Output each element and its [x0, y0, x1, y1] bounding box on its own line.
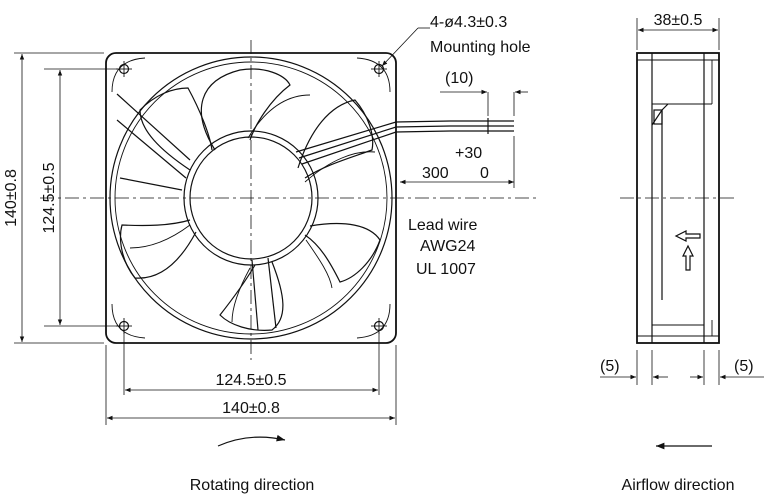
- mounting-spec-label: 4-ø4.3±0.3: [430, 14, 507, 31]
- width-outer-label: 140±0.8: [222, 400, 280, 417]
- side-frame: [636, 52, 720, 344]
- height-outer-label: 140±0.8: [3, 169, 20, 227]
- fan-blades: [119, 68, 381, 331]
- airflow-direction-label: Airflow direction: [622, 477, 735, 494]
- flange-right-label: (5): [734, 358, 754, 375]
- lead-tol-low-label: 0: [480, 165, 489, 182]
- ul-label: UL 1007: [416, 261, 476, 278]
- mounting-hole-label: Mounting hole: [430, 39, 531, 56]
- side-view: [600, 18, 764, 450]
- side-direction-arrows: [674, 230, 701, 271]
- lead-wire: [295, 118, 514, 165]
- depth-label: 38±0.5: [654, 12, 703, 29]
- height-inner-label: 124.5±0.5: [41, 162, 58, 233]
- lead-wire-label: Lead wire: [408, 217, 477, 234]
- labels: 4-ø4.3±0.3 Mounting hole (10) +30 300 0 …: [3, 12, 754, 494]
- awg-label: AWG24: [420, 238, 476, 255]
- width-inner-label: 124.5±0.5: [215, 372, 286, 389]
- rotating-direction-label: Rotating direction: [190, 477, 315, 494]
- rotation-arrow: [217, 434, 286, 447]
- mounting-holes: [116, 61, 387, 334]
- flange-left-label: (5): [600, 358, 620, 375]
- front-view: [40, 40, 540, 360]
- support-spokes: [116, 93, 277, 331]
- dimensions-front: [14, 27, 528, 447]
- lead-tip-label: (10): [445, 70, 473, 87]
- lead-tol-label: +30: [455, 145, 482, 162]
- lead-length-label: 300: [422, 165, 449, 182]
